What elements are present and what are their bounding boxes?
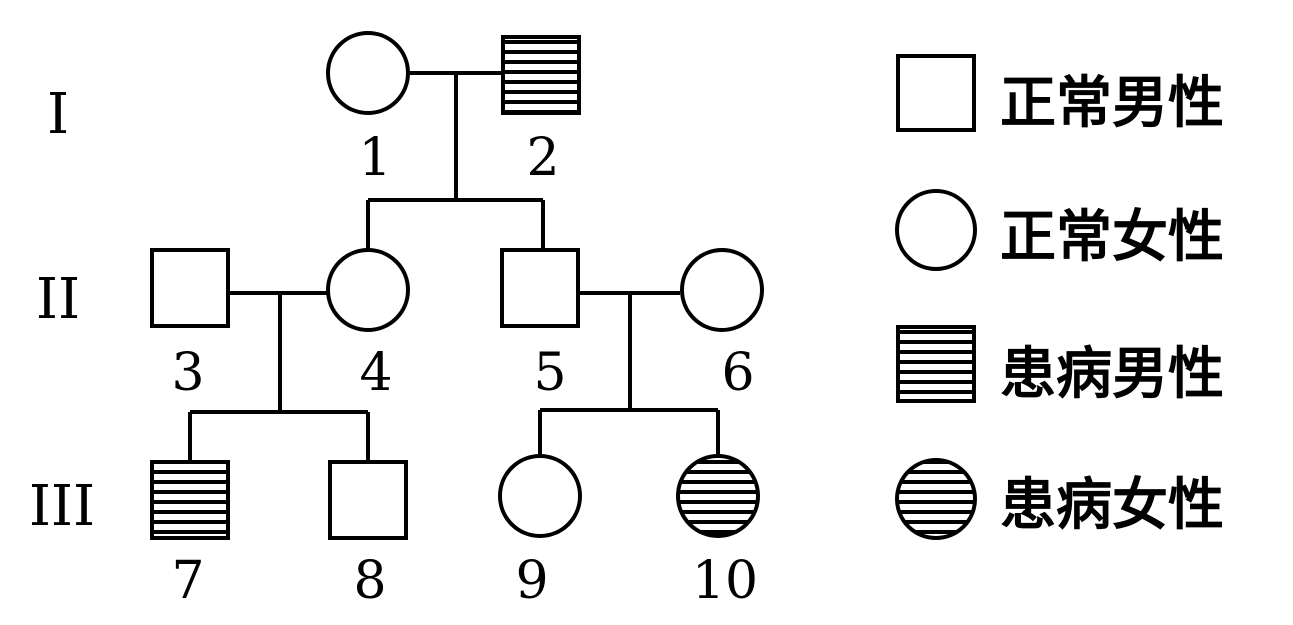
affected-male-icon xyxy=(896,325,976,403)
legend-label-normal-female: 正常女性 xyxy=(1000,205,1224,270)
individual-6-label: 6 xyxy=(721,343,754,403)
individual-4-label: 4 xyxy=(359,343,392,403)
pedigree-lines xyxy=(188,71,720,462)
individual-5-symbol xyxy=(500,248,580,328)
legend-label-normal-male: 正常男性 xyxy=(1000,71,1224,136)
individual-1-label: 1 xyxy=(358,128,391,188)
generation-label-1: I xyxy=(47,82,69,147)
individual-5-label: 5 xyxy=(533,343,566,403)
legend-label-affected-female: 患病女性 xyxy=(1000,473,1224,538)
individual-8-label: 8 xyxy=(353,551,386,611)
individual-10-symbol xyxy=(676,454,760,538)
individual-8-symbol xyxy=(328,460,408,540)
individual-4-symbol xyxy=(326,248,410,332)
generation-label-2: II xyxy=(36,267,80,332)
individual-7-symbol xyxy=(150,460,230,540)
normal-female-icon xyxy=(895,189,977,271)
individual-9-symbol xyxy=(498,454,582,538)
individual-2-symbol xyxy=(501,35,581,115)
normal-male-icon xyxy=(896,54,976,132)
individual-6-symbol xyxy=(680,248,764,332)
individual-9-label: 9 xyxy=(515,551,548,611)
individual-7-label: 7 xyxy=(171,551,204,611)
individual-3-symbol xyxy=(150,248,230,328)
legend: 正常男性 正常女性 患病男性 患病女性 xyxy=(895,54,1224,540)
individual-10-label: 10 xyxy=(692,551,758,611)
individual-3-label: 3 xyxy=(171,343,204,403)
individual-1-symbol xyxy=(326,31,410,115)
generation-label-3: III xyxy=(29,474,95,539)
individual-2-label: 2 xyxy=(526,128,559,188)
legend-label-affected-male: 患病男性 xyxy=(1000,342,1224,407)
affected-female-icon xyxy=(895,458,977,540)
